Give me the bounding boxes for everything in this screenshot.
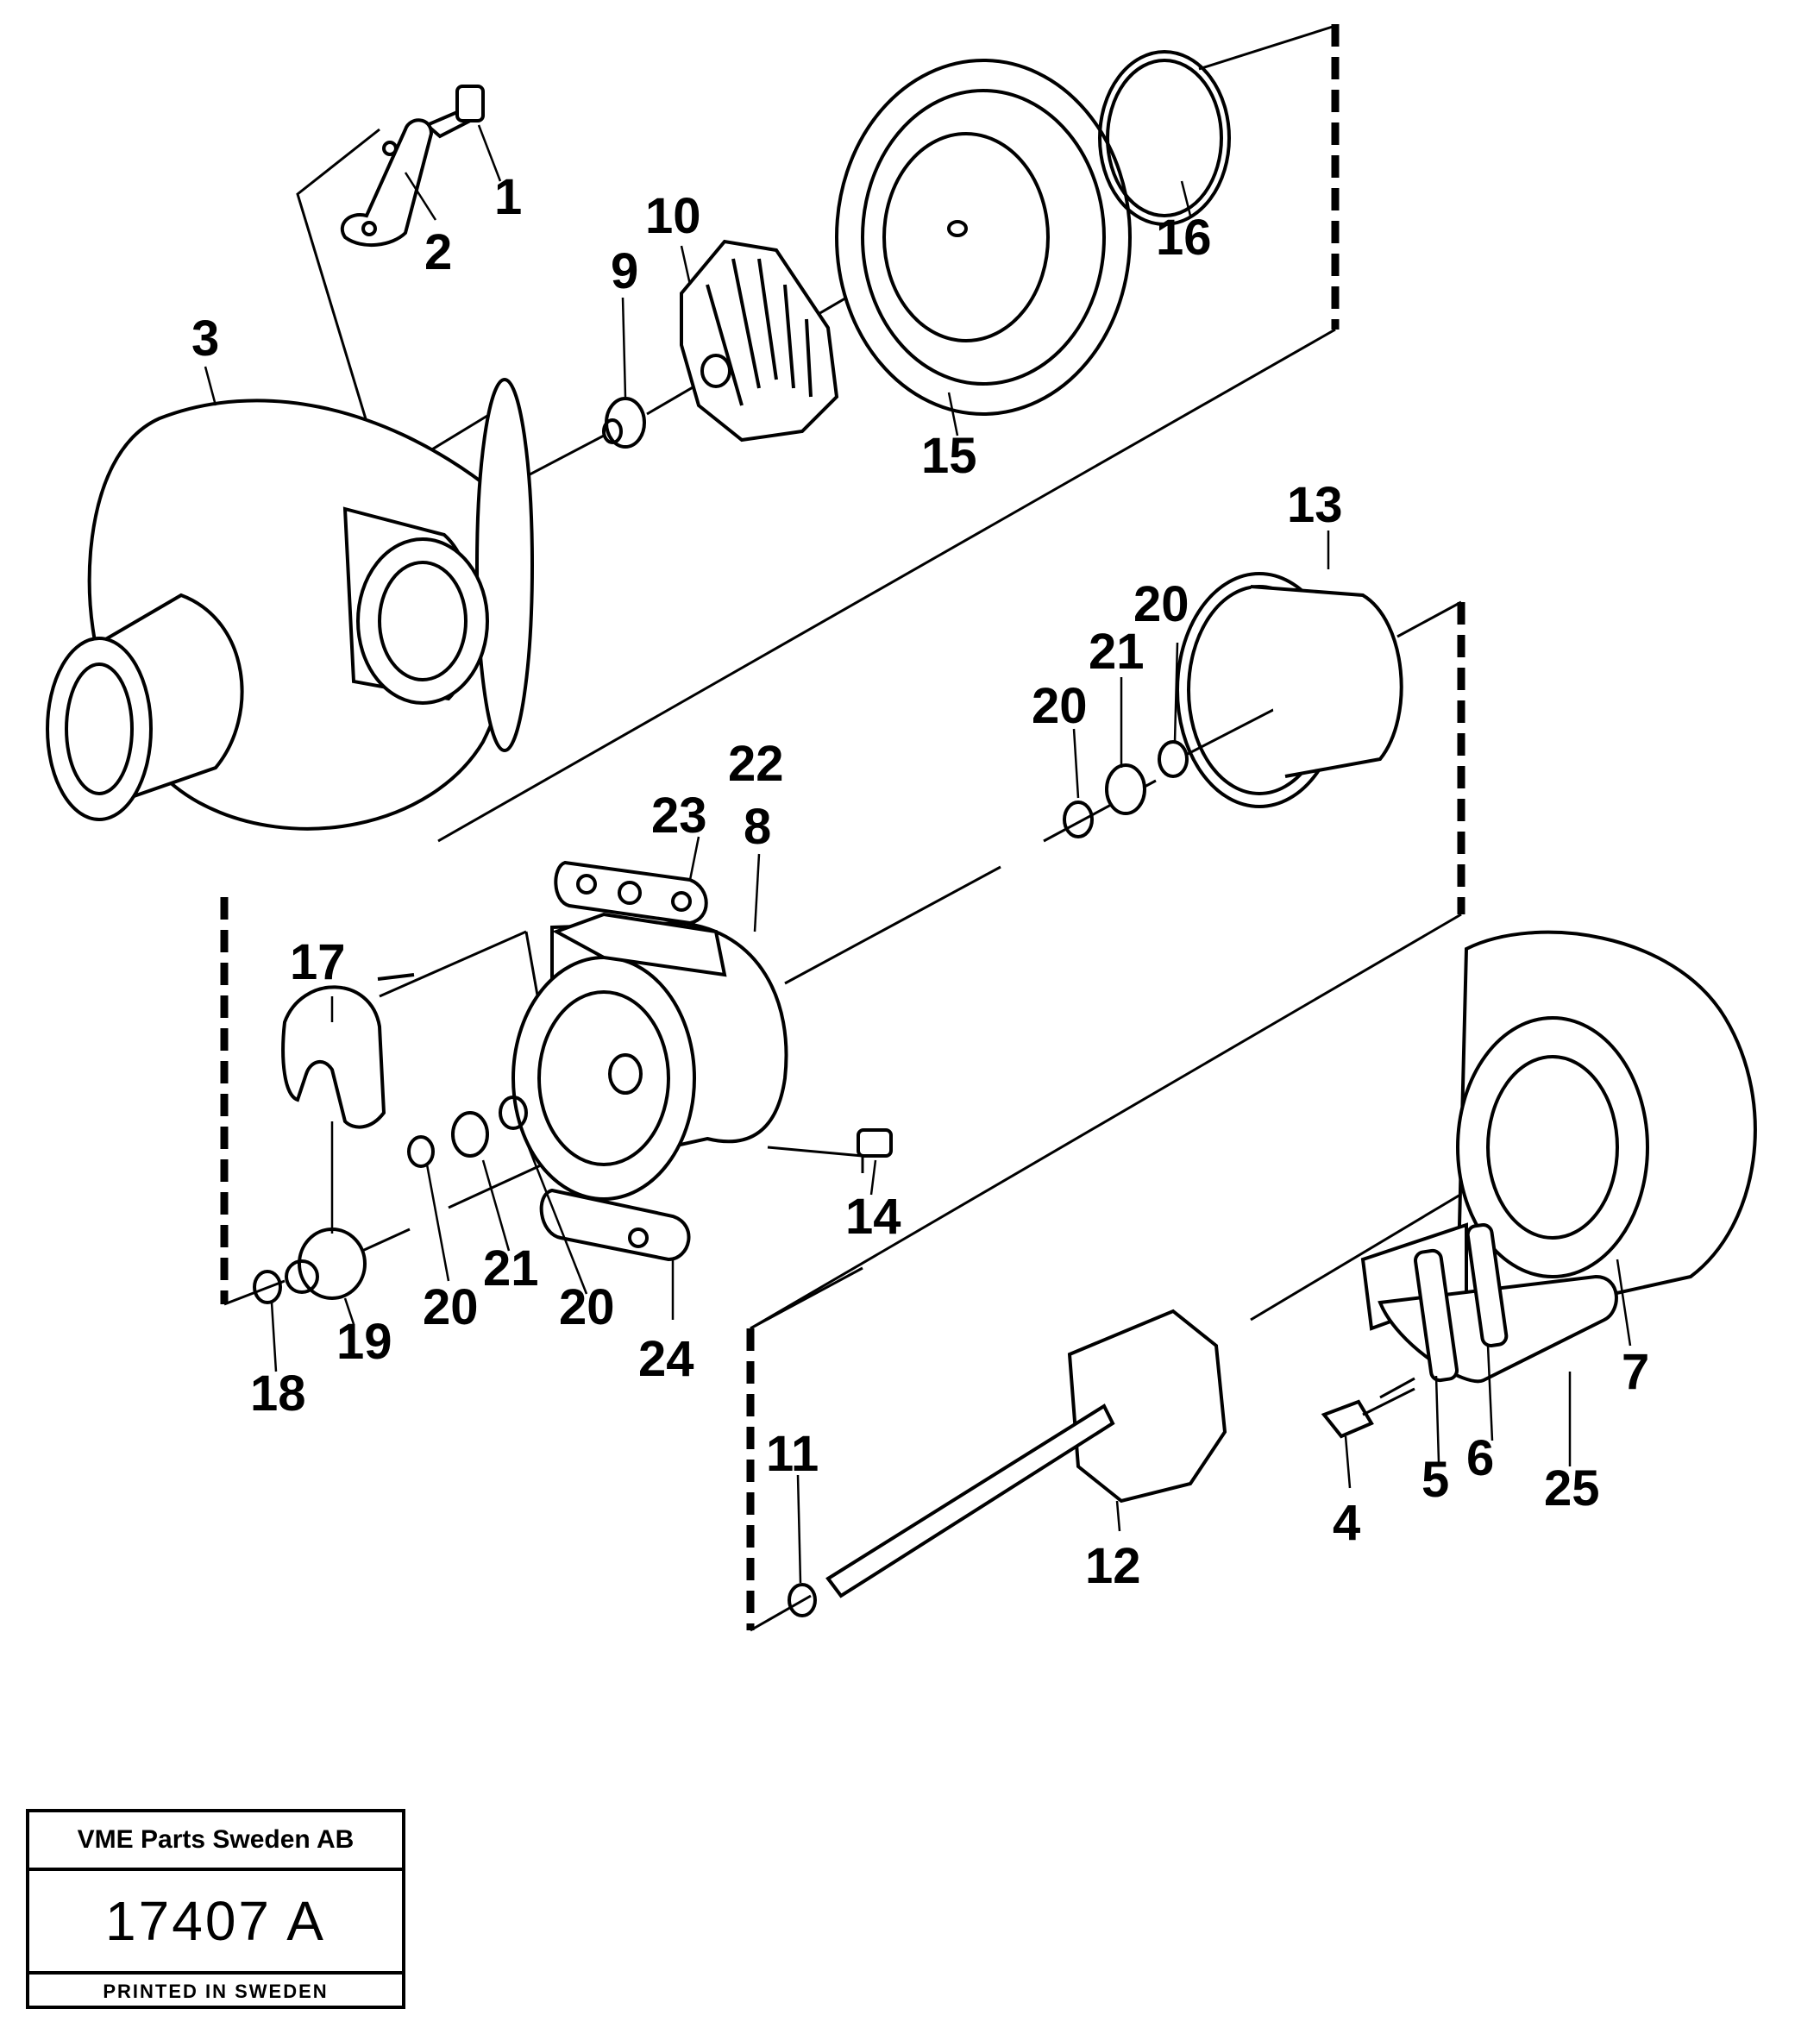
ring-18	[253, 1270, 282, 1304]
screw-14	[857, 1128, 893, 1173]
company-name: VME Parts Sweden AB	[29, 1812, 402, 1871]
callout-13: 13	[1287, 477, 1343, 533]
snap-rings-and-bearings-upper	[1063, 740, 1189, 838]
callout-labels: 1 2 3 9 10 15 16 13 20 21 20 22 23 8 17 …	[191, 169, 1649, 1594]
lock-plate-2	[340, 118, 434, 248]
bolt-4	[1321, 1387, 1415, 1439]
lock-plates-5-6	[1414, 1223, 1509, 1383]
compressor-housing	[46, 378, 534, 831]
ring-11	[788, 1583, 817, 1617]
callout-18: 18	[250, 1366, 306, 1422]
callout-22: 22	[728, 736, 784, 792]
gasket-23	[554, 860, 708, 926]
heat-shield-13	[1176, 572, 1403, 808]
callout-17: 17	[290, 934, 346, 990]
back-plate-15	[835, 59, 1132, 416]
callout-24: 24	[638, 1331, 694, 1387]
leader-lines	[204, 124, 1632, 1584]
bearing-housing-8	[511, 912, 788, 1201]
callout-14: 14	[845, 1189, 901, 1245]
callout-4: 4	[1333, 1495, 1360, 1551]
drawing-number: 17407 A	[29, 1871, 402, 1975]
callout-21-upper: 21	[1089, 624, 1145, 680]
callout-16: 16	[1156, 210, 1212, 266]
compressor-wheel-10	[680, 239, 839, 443]
callout-15: 15	[921, 428, 977, 484]
callout-8: 8	[744, 799, 771, 855]
thrust-washer-17	[281, 973, 415, 1129]
callout-19: 19	[336, 1314, 392, 1370]
callout-3: 3	[191, 311, 219, 367]
callout-10: 10	[645, 188, 701, 244]
bolt-1	[424, 85, 485, 139]
callout-20-lower-left: 20	[423, 1279, 479, 1335]
callout-11: 11	[766, 1426, 819, 1482]
callout-20-lower-right: 20	[559, 1279, 615, 1335]
callout-20-upper-left: 20	[1032, 678, 1088, 734]
callout-21-lower: 21	[483, 1240, 539, 1297]
callout-5: 5	[1421, 1452, 1449, 1508]
callout-20-upper-right: 20	[1133, 576, 1189, 632]
callout-7: 7	[1622, 1344, 1649, 1400]
callout-6: 6	[1466, 1430, 1494, 1486]
callout-9: 9	[611, 243, 638, 299]
gasket-24	[539, 1188, 691, 1262]
title-block: VME Parts Sweden AB 17407 A PRINTED IN S…	[26, 1809, 405, 2009]
bearing-pieces-lower	[407, 1096, 528, 1168]
o-ring-16	[1098, 50, 1231, 226]
callout-12: 12	[1085, 1538, 1141, 1594]
callout-2: 2	[424, 224, 452, 280]
turbine-wheel-shaft-12	[825, 1309, 1227, 1598]
callout-25: 25	[1544, 1460, 1600, 1516]
callout-1: 1	[494, 169, 522, 225]
callout-23: 23	[651, 788, 707, 844]
printed-note: PRINTED IN SWEDEN	[103, 1981, 329, 2002]
nut-9	[602, 397, 646, 449]
thrust-collar-19	[285, 1227, 367, 1300]
